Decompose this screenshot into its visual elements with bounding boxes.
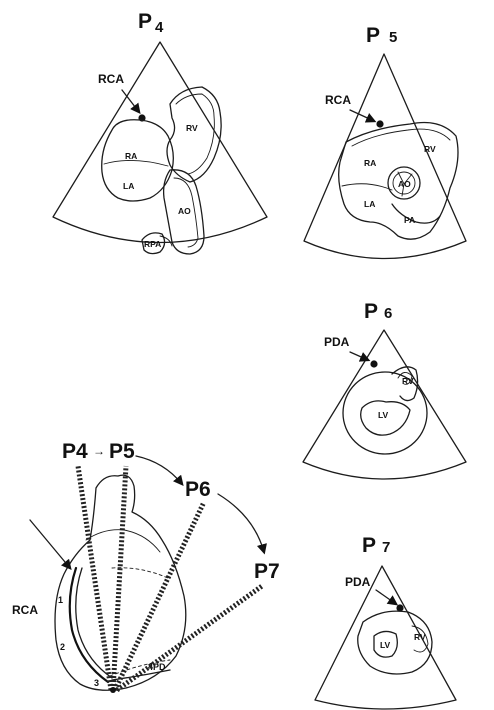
p4-rv-label: RV xyxy=(186,123,198,133)
p6-lv-label: LV xyxy=(378,410,389,420)
p5-la-label: LA xyxy=(364,199,375,209)
beam-p5 xyxy=(113,466,126,690)
panel-p6-letter: P xyxy=(364,300,378,323)
p7-lv-epicardium xyxy=(358,611,432,674)
p5-rca-label: RCA xyxy=(325,93,351,107)
overview-transducer xyxy=(110,687,116,693)
panel-p7: P 7 PDA LV RV xyxy=(315,534,456,709)
p5-rv-label: RV xyxy=(424,144,436,154)
p7-sector xyxy=(315,566,456,709)
p5-rca-dot xyxy=(376,120,383,127)
p7-lv-label: LV xyxy=(380,640,391,650)
beam-label-p6: P6 xyxy=(185,478,211,501)
panel-p4-letter: P xyxy=(138,10,152,33)
panel-p6-number: 6 xyxy=(384,305,392,322)
progression-arrow-p5-p6 xyxy=(136,456,182,484)
p5-pa-wall xyxy=(392,204,440,223)
p5-pa-label: PA xyxy=(404,215,415,225)
overview-beams xyxy=(78,466,262,690)
overview-diagram: P4 → P5 P6 P7 RCA 1 2 3 4PD xyxy=(12,440,280,693)
p4-ra-label: RA xyxy=(125,151,137,161)
p5-rca-arrow xyxy=(350,110,374,121)
overview-segment-3: 3 xyxy=(94,678,99,688)
p7-pda-arrow xyxy=(376,590,396,604)
p4-rpa-branch xyxy=(160,236,172,246)
p4-la-label: LA xyxy=(123,181,134,191)
overview-rca-label: RCA xyxy=(12,603,38,617)
panel-p5-number: 5 xyxy=(389,29,397,46)
p5-ao-label: AO xyxy=(398,179,411,189)
beam-label-arrow: → xyxy=(93,444,105,458)
p6-rv-label: RV xyxy=(402,376,414,386)
p4-rv-outline xyxy=(167,87,221,182)
panel-p7-number: 7 xyxy=(382,539,390,556)
beam-label-p7: P7 xyxy=(254,560,280,583)
panel-p5-letter: P xyxy=(366,24,380,47)
panel-p5: P 5 RCA RA LA RV AO PA xyxy=(304,24,466,259)
overview-rca-arrow xyxy=(30,520,70,568)
progression-arrow-p6-p7 xyxy=(218,494,264,552)
panel-p6: P 6 PDA LV RV xyxy=(303,300,466,479)
overview-heart-outline xyxy=(55,475,186,690)
p4-rca-label: RCA xyxy=(98,72,124,86)
p4-atrial-septum xyxy=(104,160,168,166)
panel-p4: P 4 RCA RA LA RV AO RPA xyxy=(53,10,267,254)
p6-pda-arrow xyxy=(350,352,368,360)
p6-sector xyxy=(303,330,466,479)
p4-ao-label: AO xyxy=(178,206,191,216)
p7-pda-label: PDA xyxy=(345,575,371,589)
beam-label-p4: P4 xyxy=(62,440,88,463)
p5-sector xyxy=(304,54,466,259)
p4-rv-inner xyxy=(176,94,214,174)
overview-segment-1: 1 xyxy=(58,595,63,605)
p5-ra-label: RA xyxy=(364,158,376,168)
p5-atrial-septum xyxy=(342,184,392,190)
overview-segment-2: 2 xyxy=(60,642,65,652)
p6-pda-label: PDA xyxy=(324,335,350,349)
panel-p7-letter: P xyxy=(362,534,376,557)
beam-label-p5: P5 xyxy=(109,440,135,463)
p4-sector xyxy=(53,42,267,243)
p7-rv-label: RV xyxy=(414,632,426,642)
p4-rpa-label: RPA xyxy=(144,239,161,249)
panel-p4-number: 4 xyxy=(155,19,164,36)
p6-pda-dot xyxy=(370,360,377,367)
